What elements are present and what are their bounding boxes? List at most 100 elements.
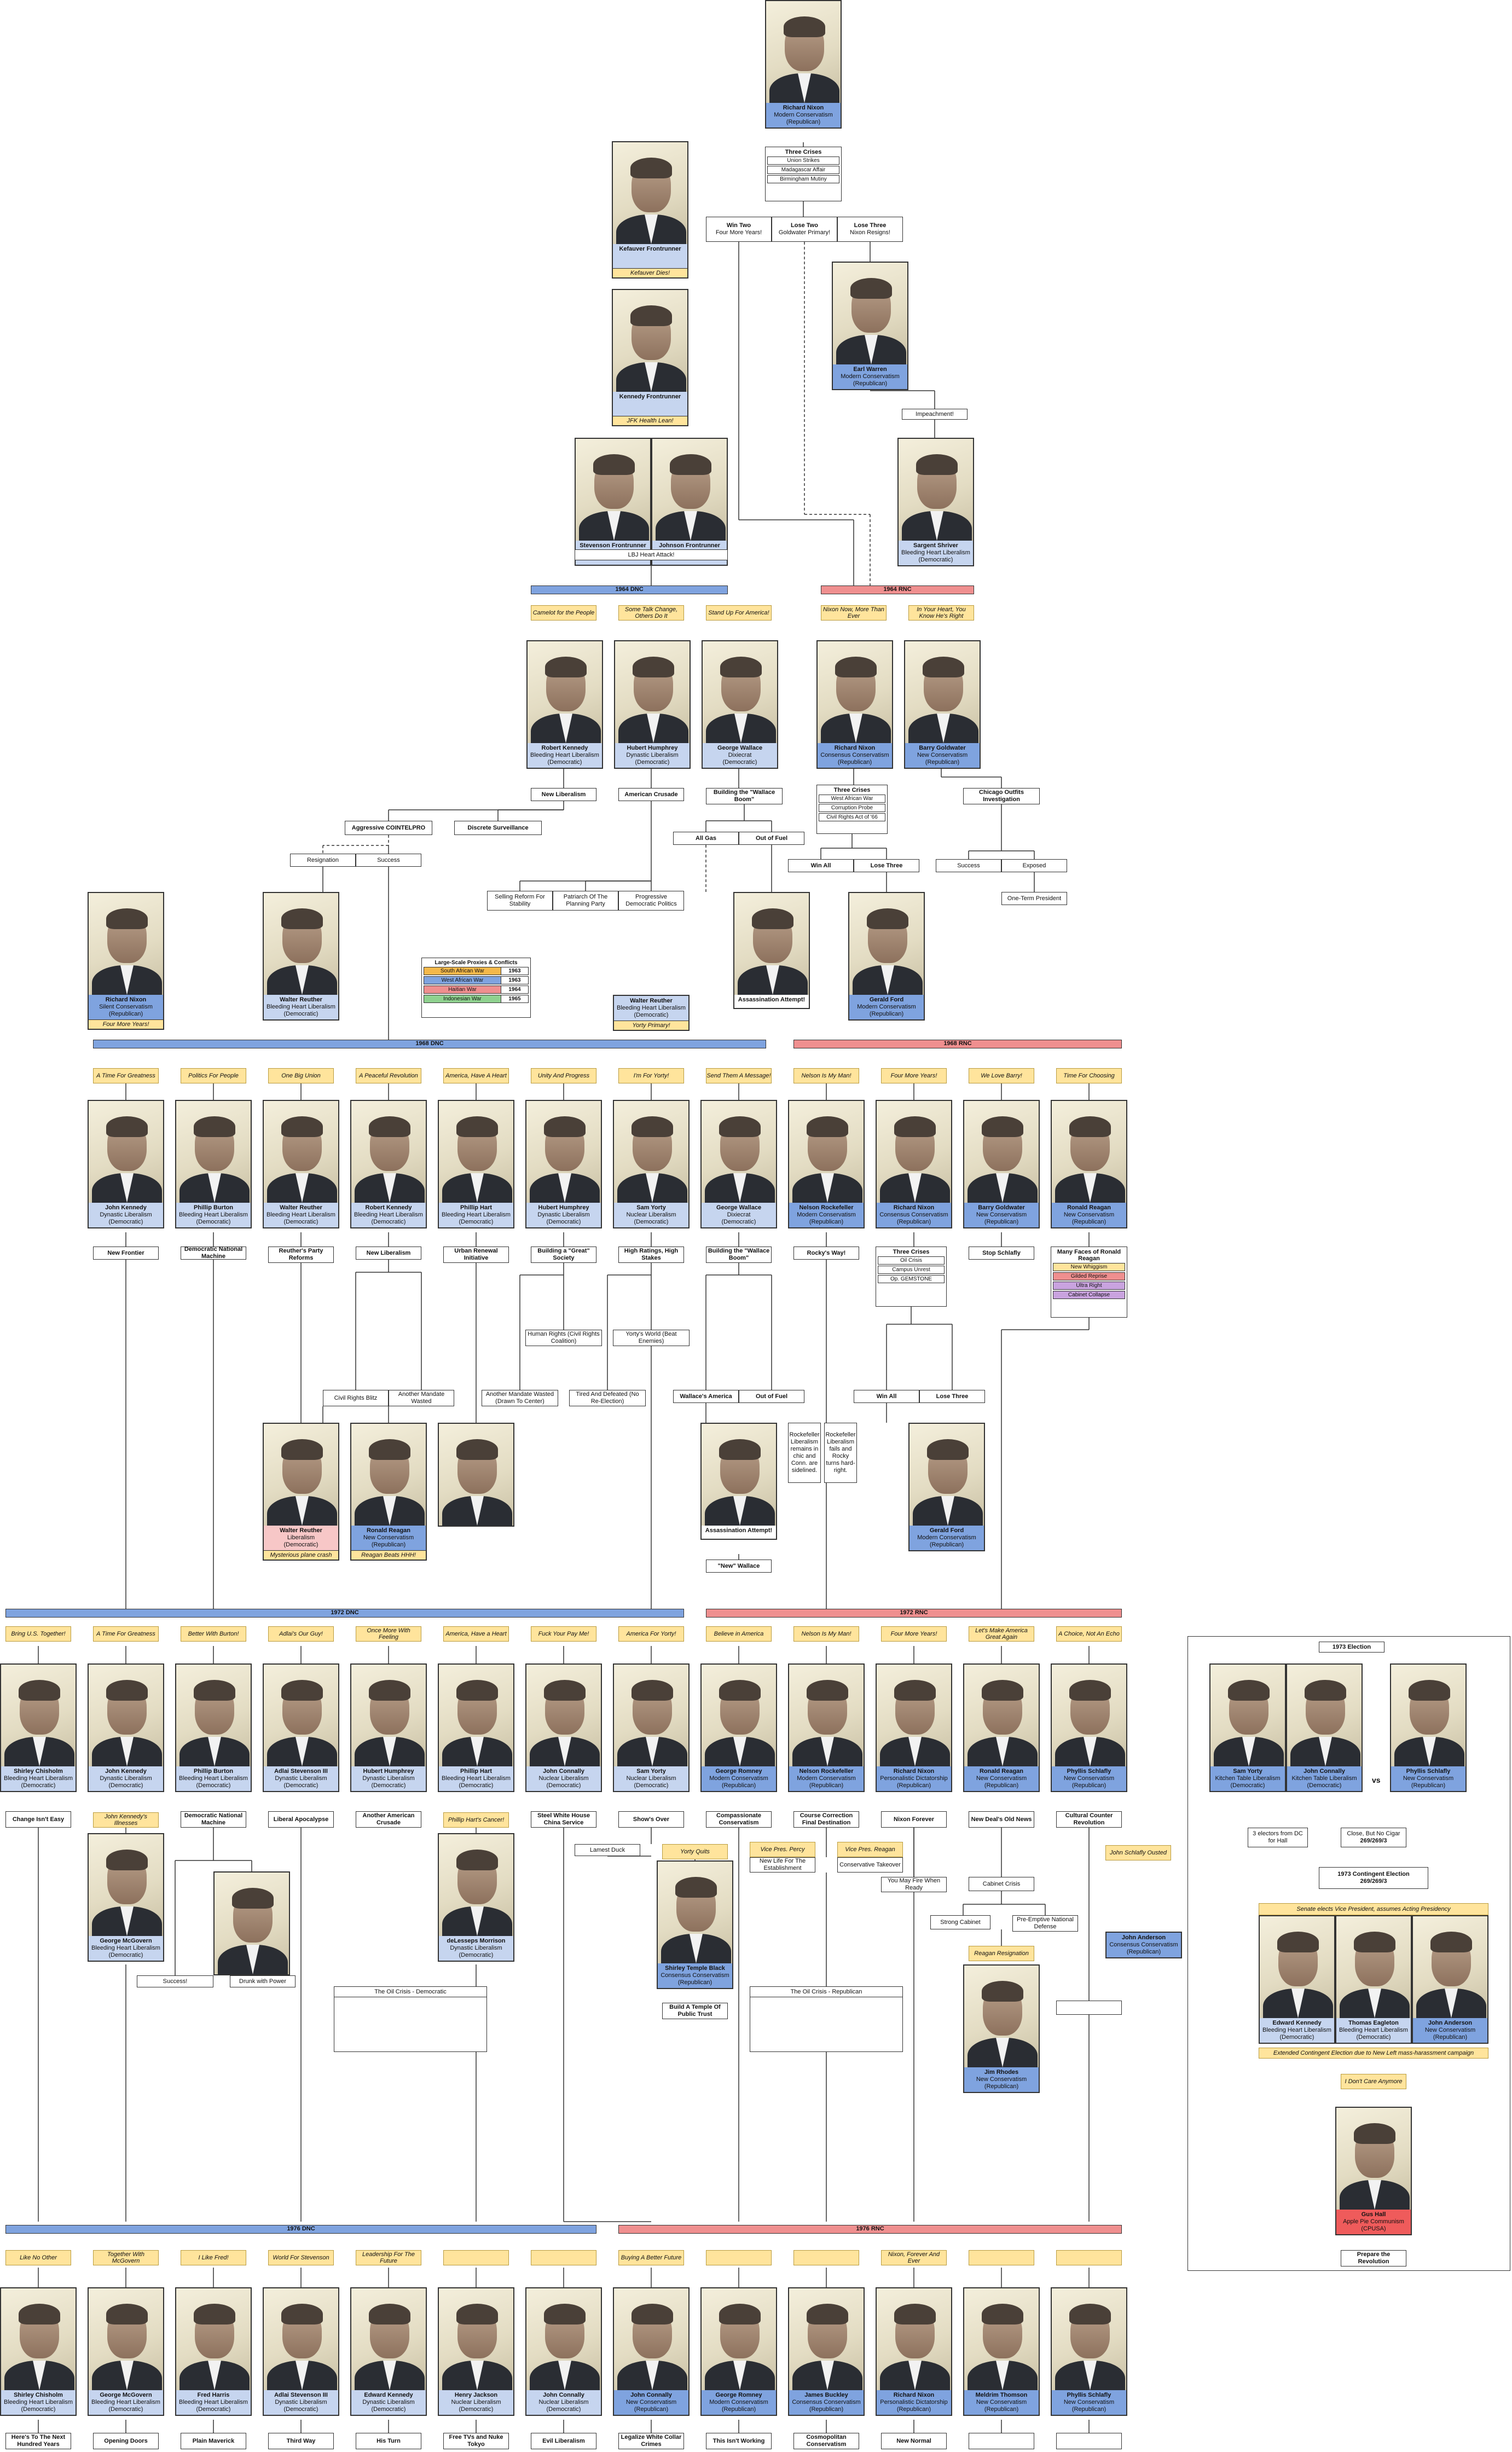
wallaces-america-box[interactable]: Wallace's America (673, 1390, 739, 1403)
outcome-1976-6[interactable]: Evil Liberalism (531, 2433, 596, 2449)
outcome-1972-2[interactable]: Democratic National Machine (181, 1811, 246, 1828)
human-rights-box[interactable]: Human Rights (Civil Rights Coalition) (525, 1330, 602, 1346)
outcome-1972-12[interactable]: Cultural Counter Revolution (1056, 1811, 1122, 1828)
card-assassination-1964[interactable]: Assassination Attempt! (733, 892, 810, 1009)
pre-emptive-defense-box[interactable]: Pre-Emptive National Defense (1012, 1915, 1078, 1932)
fire-when-ready-box[interactable]: You May Fire When Ready (881, 1877, 947, 1892)
resignation-box[interactable]: Resignation (290, 854, 356, 867)
another-mandate-2-box[interactable]: Another Mandate Wasted (Drawn To Center) (482, 1390, 558, 1406)
outcome-1968-3[interactable]: New Liberalism (356, 1247, 421, 1260)
yortys-world-box[interactable]: Yorty's World (Beat Enemies) (613, 1330, 690, 1346)
lbj-heart-attack-box[interactable]: LBJ Heart Attack! (575, 549, 728, 560)
tired-defeated-box[interactable]: Tired And Defeated (No Re-Election) (569, 1390, 646, 1406)
outcome-1968-5[interactable]: Building a "Great" Society (531, 1247, 596, 1263)
lose-three-box[interactable]: Lose Three (854, 859, 919, 872)
outcome-wallace-boom[interactable]: Building the "Wallace Boom" (706, 788, 783, 804)
impeachment-box[interactable]: Impeachment! (902, 409, 968, 420)
outcome-1972-7[interactable]: Show's Over (618, 1811, 684, 1828)
outcome-american-crusade[interactable]: American Crusade (618, 788, 684, 801)
outcome-1976-3[interactable]: Third Way (268, 2433, 334, 2449)
1973-election-title[interactable]: 1973 Election (1319, 1642, 1384, 1653)
card-stevenson-frontrunner[interactable]: Stevenson Frontrunner (575, 438, 651, 566)
outcome-1972-8[interactable]: Compassionate Conservatism (706, 1811, 772, 1828)
new-life-box[interactable]: New Life For The Establishment (750, 1857, 815, 1873)
electors-box[interactable]: 3 electors from DC for Hall (1248, 1828, 1308, 1847)
cabinet-crisis-box[interactable]: Cabinet Crisis (969, 1877, 1034, 1891)
outcome-1968-7[interactable]: Building the "Wallace Boom" (706, 1247, 772, 1263)
outcome-1972-4[interactable]: Another American Crusade (356, 1811, 421, 1828)
outcome-1976-9[interactable]: Cosmopolitan Conservatism (793, 2433, 859, 2449)
win-all-1968-box[interactable]: Win All (854, 1390, 919, 1403)
strong-cabinet-box[interactable]: Strong Cabinet (930, 1915, 990, 1929)
lose-three-1968-box[interactable]: Lose Three (919, 1390, 985, 1403)
outcome-1972-6[interactable]: Steel White House China Service (531, 1811, 596, 1828)
card-assassination-1968[interactable]: Assassination Attempt! (700, 1423, 777, 1540)
outcome-1968-6[interactable]: High Ratings, High Stakes (618, 1247, 684, 1263)
outcome-1976-10[interactable]: New Normal (881, 2433, 947, 2449)
card-johnson-frontrunner[interactable]: Johnson Frontrunner (651, 438, 728, 566)
win-all-box[interactable]: Win All (788, 859, 854, 872)
outcome-1972-0[interactable]: Change Isn't Easy (5, 1811, 71, 1828)
progressive-politics-box[interactable]: Progressive Democratic Politics (618, 891, 684, 911)
prepare-revolution-box[interactable]: Prepare the Revolution (1341, 2250, 1406, 2266)
rocky-b-box[interactable]: Rockefeller Liberalism fails and Rocky t… (824, 1423, 857, 1483)
outcome-1976-0[interactable]: Here's To The Next Hundred Years (5, 2433, 71, 2449)
all-gas-box[interactable]: All Gas (673, 832, 739, 845)
drunk-with-power-box[interactable]: Drunk with Power (230, 1975, 296, 1987)
outcome-1976-11[interactable] (969, 2433, 1034, 2449)
outcome-1976-7[interactable]: Legalize White Collar Crimes (618, 2433, 684, 2449)
outcome-chicago-outfits[interactable]: Chicago Outfits Investigation (963, 788, 1040, 804)
selling-reform-box[interactable]: Selling Reform For Stability (487, 891, 553, 911)
blank-1972-box[interactable] (1056, 2001, 1122, 2015)
civil-rights-blitz-box[interactable]: Civil Rights Blitz (323, 1390, 389, 1406)
another-mandate-box[interactable]: Another Mandate Wasted (389, 1390, 454, 1406)
outcome-1976-5[interactable]: Free TVs and Nuke Tokyo (443, 2433, 509, 2449)
rocky-a-box[interactable]: Rockefeller Liberalism remains in chic a… (788, 1423, 821, 1483)
outcome-1968-8[interactable]: Rocky's Way! (793, 1247, 859, 1260)
